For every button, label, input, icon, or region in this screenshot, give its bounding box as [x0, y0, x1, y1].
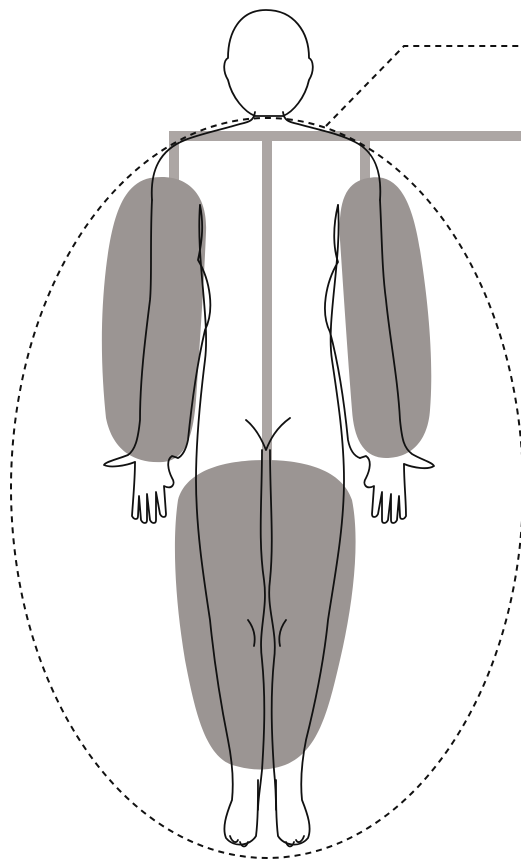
right-hand [360, 456, 406, 523]
callout-leader [326, 46, 521, 126]
right-arm-zone [340, 177, 432, 458]
head [224, 10, 313, 116]
left-hand [132, 456, 178, 523]
